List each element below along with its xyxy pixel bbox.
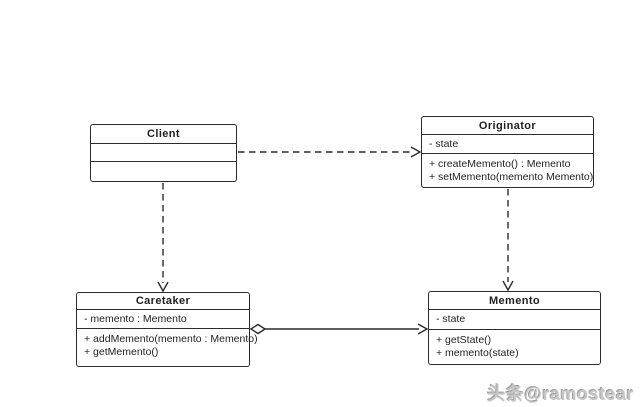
attributes-compartment: - state [422, 135, 593, 154]
method-line: + getState() [436, 334, 492, 346]
class-box-client: Client [90, 124, 237, 182]
attributes-compartment: - memento : Memento [77, 310, 249, 329]
attribute-line: - state [429, 137, 459, 150]
dependency-arrow-originator-memento [502, 189, 514, 292]
method-line: + createMemento() : Memento [429, 158, 571, 170]
method-line: + memento(state) [436, 347, 519, 359]
class-name: Originator [422, 117, 593, 135]
class-name: Caretaker [77, 293, 249, 310]
class-name: Memento [429, 292, 600, 310]
dependency-arrow-client-originator [238, 146, 422, 158]
method-line: + getMemento() [84, 346, 159, 358]
class-box-memento: Memento - state + getState() + memento(s… [428, 291, 601, 365]
method-line: + addMemento(memento : Memento) [84, 333, 258, 345]
watermark-text: 头条@ramostear [487, 384, 634, 404]
method-line: + setMemento(memento Memento) [429, 171, 594, 183]
attribute-line: - memento : Memento [84, 312, 187, 325]
attribute-line: - state [436, 313, 466, 325]
methods-compartment: + addMemento(memento : Memento) + getMem… [77, 329, 258, 359]
class-box-originator: Originator - state + createMemento() : M… [421, 116, 594, 188]
methods-compartment [91, 162, 236, 166]
class-name: Client [91, 125, 236, 144]
attributes-compartment [91, 144, 236, 162]
dependency-arrow-client-caretaker [157, 183, 169, 293]
attributes-compartment: - state [429, 310, 600, 330]
class-box-caretaker: Caretaker - memento : Memento + addMemen… [76, 292, 258, 367]
aggregation-arrow-caretaker-memento [249, 323, 429, 335]
methods-compartment: + getState() + memento(state) [429, 330, 600, 360]
methods-compartment: + createMemento() : Memento + setMemento… [422, 154, 593, 184]
